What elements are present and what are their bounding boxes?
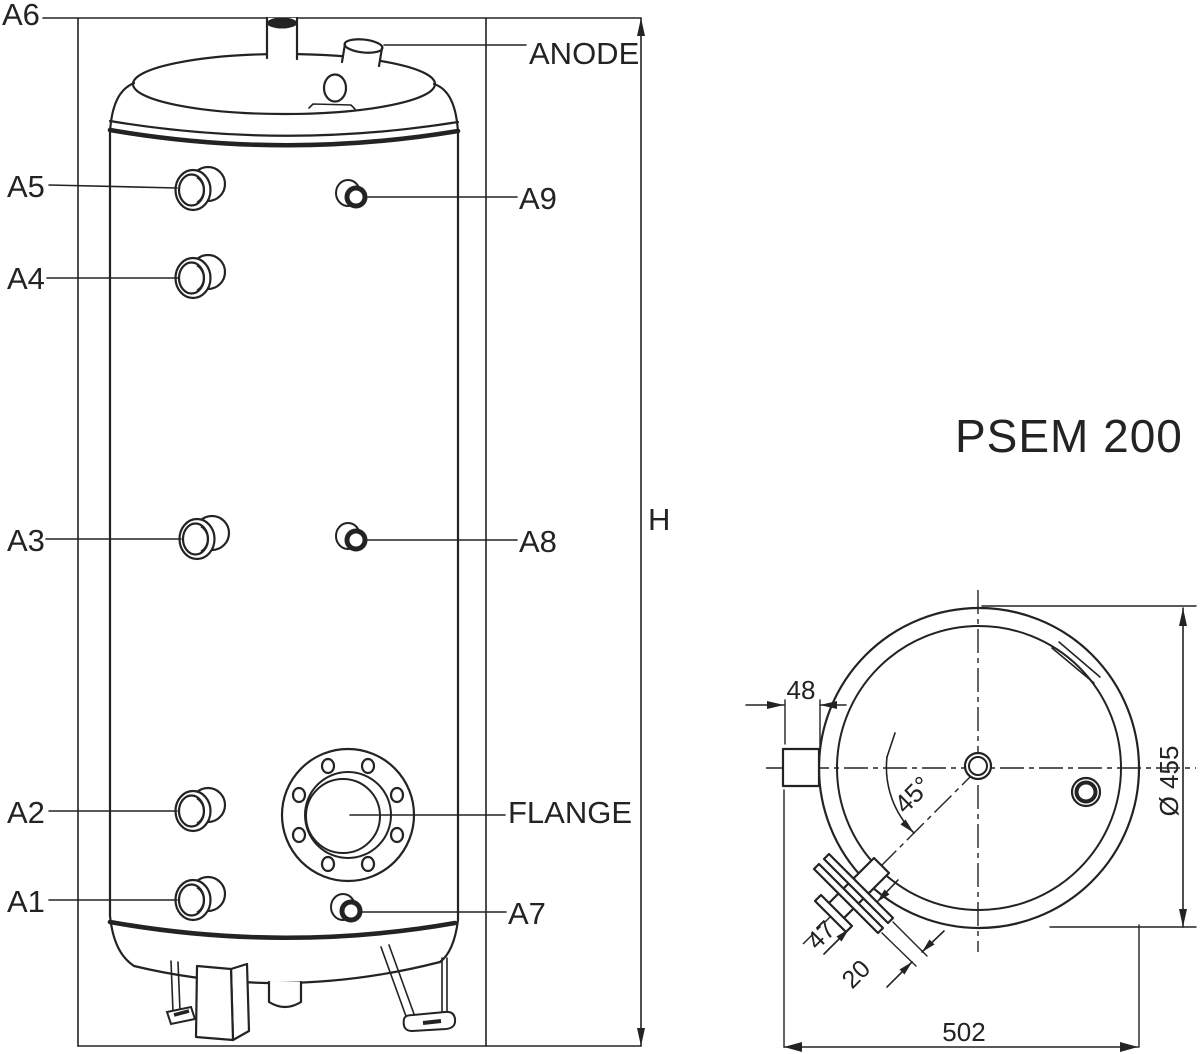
- label-a5: A5: [7, 169, 45, 204]
- label-a6: A6: [2, 0, 40, 32]
- top-right-fitting: [1070, 776, 1102, 808]
- label-a3: A3: [7, 523, 45, 558]
- port-a8: [336, 523, 365, 549]
- top-center-fitting: [963, 751, 993, 781]
- label-flange: FLANGE: [508, 795, 632, 830]
- anode-stub: [340, 38, 384, 68]
- port-a2: [174, 786, 227, 833]
- port-a4: [174, 253, 227, 300]
- dim-20-value: 20: [837, 955, 876, 994]
- port-a1: [174, 875, 227, 922]
- angle-value: 45°: [888, 770, 937, 819]
- tank-legs: [165, 944, 457, 1042]
- top-view: 45° 47 20 48: [745, 590, 1197, 1052]
- dim-48: 48: [745, 675, 847, 748]
- flange: [280, 747, 416, 883]
- dim-diameter: Ø 455: [981, 605, 1197, 928]
- label-anode: ANODE: [529, 36, 639, 71]
- dim-502: 502: [783, 789, 1140, 1052]
- port-a9: [336, 180, 365, 206]
- label-a1: A1: [7, 884, 45, 919]
- front-view: A6 A5 A4 A3 A2 A1 A9 A8 A7 ANODE FLANGE …: [2, 0, 670, 1047]
- label-a8: A8: [519, 524, 557, 559]
- dome-port-hole: [322, 73, 348, 103]
- dim-diameter-value: Ø 455: [1154, 746, 1184, 817]
- tank-body: [107, 16, 461, 985]
- label-height: H: [648, 502, 670, 537]
- port-a7: [331, 894, 360, 920]
- side-tab: [781, 747, 821, 788]
- dim-502-value: 502: [942, 1017, 985, 1047]
- leader-lines: [45, 44, 527, 913]
- dimension-frame: [42, 17, 645, 1047]
- label-a7: A7: [508, 896, 546, 931]
- label-a2: A2: [7, 795, 45, 830]
- model-title: PSEM 200: [955, 410, 1183, 462]
- label-a9: A9: [519, 181, 557, 216]
- inner-shell-circle: [836, 625, 1122, 911]
- port-a3: [178, 514, 231, 561]
- label-a4: A4: [7, 261, 45, 296]
- port-a5: [174, 165, 227, 212]
- seam-mark: [1051, 641, 1101, 684]
- dim-20: 20: [837, 921, 945, 994]
- dim-48-value: 48: [787, 675, 816, 705]
- angled-port-fitting: [812, 852, 895, 935]
